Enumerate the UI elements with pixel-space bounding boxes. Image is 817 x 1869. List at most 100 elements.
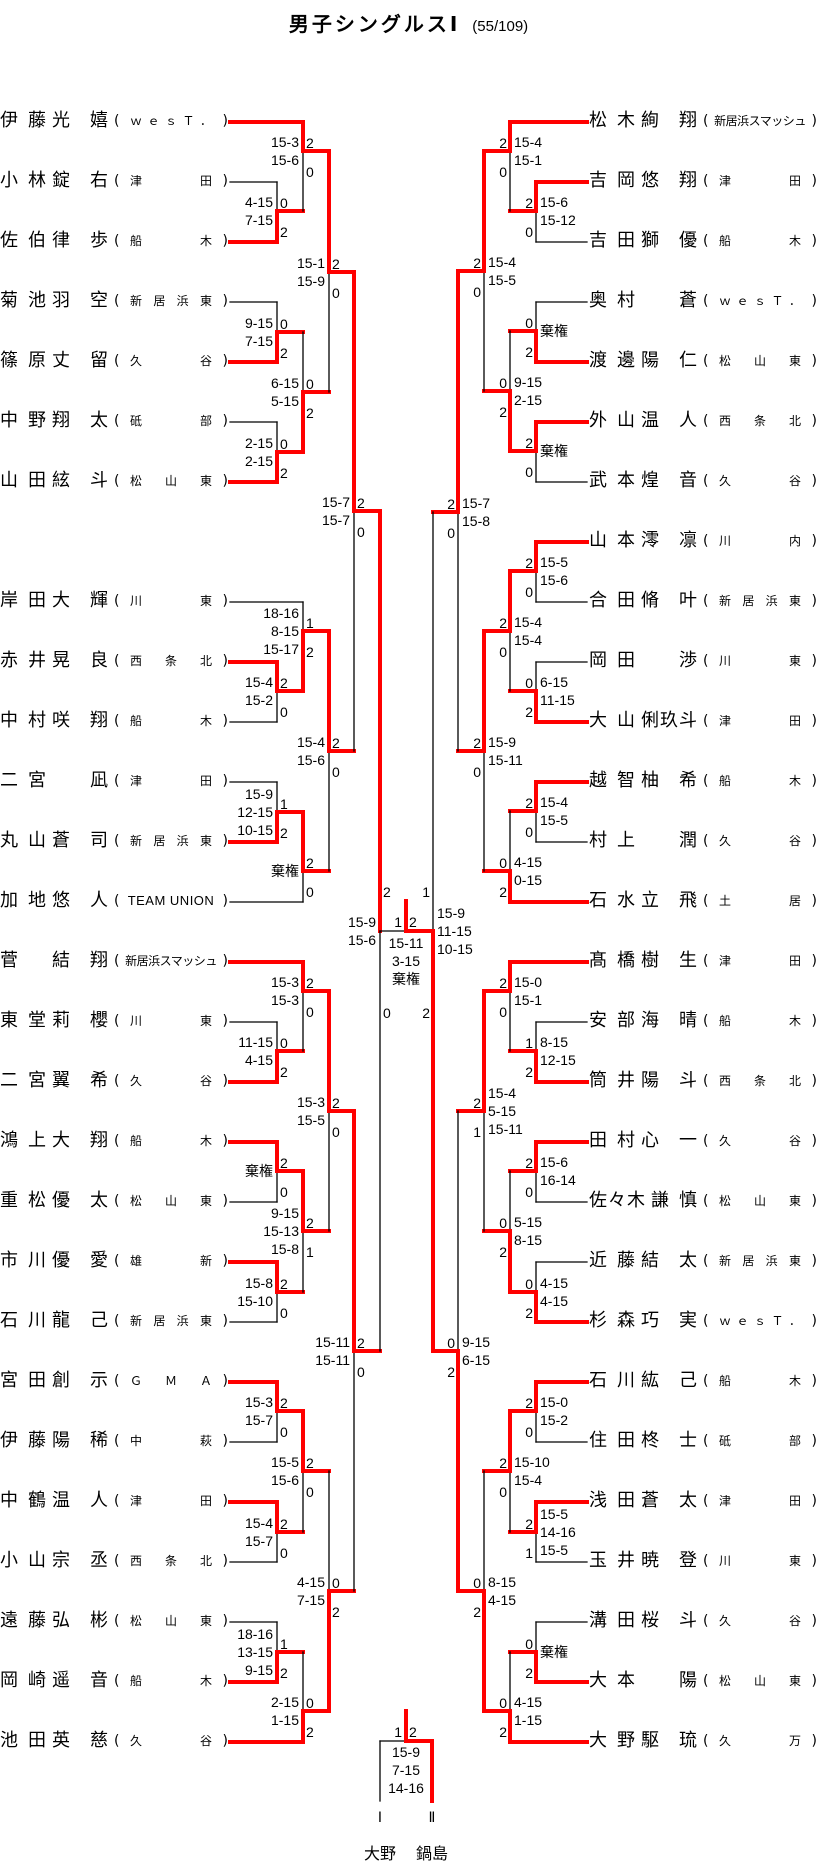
game-count: 2 [357, 495, 365, 511]
player-entry: 溝田桜斗(久谷) [589, 1610, 817, 1632]
player-given-name: 潤 [679, 830, 697, 851]
match-score: 15-4 [245, 1515, 273, 1531]
player-given-name: 柊士 [641, 1430, 697, 1451]
player-given-name: 莉櫻 [52, 1010, 108, 1031]
match-score: 15-5 [540, 812, 568, 828]
club-close-paren: ) [811, 953, 817, 969]
player-entry: 赤井晃良(西条北) [0, 650, 228, 672]
match-score: 15-1 [514, 152, 542, 168]
game-count: 0 [525, 1424, 533, 1440]
game-count: 2 [473, 255, 481, 271]
game-count: 0 [499, 644, 507, 660]
game-count: 2 [422, 1005, 430, 1021]
player-given-name: 駆琉 [641, 1730, 697, 1751]
player-given-name: 大翔 [52, 1130, 108, 1151]
club-open-paren: ( [114, 833, 120, 849]
club-name: 西条北 [130, 1554, 212, 1568]
player-entry: 渡邊陽仁(松山東) [589, 350, 817, 372]
game-count: 2 [306, 1215, 314, 1231]
match-score: 14-16 [540, 1524, 576, 1540]
match-score: 7-15 [245, 333, 273, 349]
playoff-score: 14-16 [388, 1780, 424, 1796]
player-surname: 大野 [589, 1730, 635, 1751]
player-entry: 池田英慈(久谷) [0, 1730, 228, 1752]
club-close-paren: ) [811, 1433, 817, 1449]
player-entry: 大山俐玖斗(津田) [589, 710, 817, 732]
club-close-paren: ) [811, 833, 817, 849]
match-score: 15-6 [540, 572, 568, 588]
club-open-paren: ( [703, 713, 709, 729]
club-close-paren: ) [811, 1373, 817, 1389]
club-name: 津田 [130, 1494, 212, 1508]
game-count: 2 [499, 1244, 507, 1260]
player-surname: 安部 [589, 1010, 635, 1031]
club-open-paren: ( [114, 353, 120, 369]
player-surname: 二宮 [0, 1070, 46, 1091]
playoff-game-count: 2 [409, 1724, 417, 1740]
game-count: 2 [525, 1305, 533, 1321]
player-club: (雄新) [114, 1250, 228, 1272]
player-club: (久谷) [703, 470, 817, 492]
match-score: 15-13 [263, 1223, 299, 1239]
match-score: 15-6 [348, 932, 376, 948]
club-close-paren: ) [811, 713, 817, 729]
player-club: (西条北) [703, 1070, 817, 1092]
club-name: 川東 [130, 1014, 212, 1028]
club-close-paren: ) [222, 833, 228, 849]
club-name: 津田 [719, 954, 801, 968]
player-club: (津田) [703, 950, 817, 972]
game-count: 0 [499, 164, 507, 180]
match-score: 2-15 [245, 453, 273, 469]
match-score: 9-15 [514, 374, 542, 390]
player-surname: 筒井 [589, 1070, 635, 1091]
player-entry: 山本澪凛(川内) [589, 530, 817, 552]
playoff-name-2: 鍋島 [415, 1844, 449, 1863]
player-given-name: 龍己 [52, 1310, 108, 1331]
club-name: 船木 [719, 234, 801, 248]
match-score: 15-8 [245, 1275, 273, 1291]
player-club: (川東) [703, 650, 817, 672]
club-name: 久谷 [719, 1134, 801, 1148]
player-surname: 越智 [589, 770, 635, 791]
club-name: 砥部 [130, 414, 212, 428]
game-count: 2 [306, 135, 314, 151]
club-close-paren: ) [811, 1733, 817, 1749]
club-close-paren: ) [811, 773, 817, 789]
player-club: (船木) [703, 1010, 817, 1032]
game-count: 0 [332, 1575, 340, 1591]
game-count: 1 [525, 1035, 533, 1051]
player-given-name: 心一 [641, 1130, 697, 1151]
game-count: 2 [473, 1604, 481, 1620]
player-given-name: 優愛 [52, 1250, 108, 1271]
game-count: 0 [332, 1124, 340, 1140]
club-close-paren: ) [811, 1133, 817, 1149]
player-surname: 中野 [0, 410, 46, 431]
match-score: 15-7 [462, 495, 490, 511]
club-open-paren: ( [114, 1493, 120, 1509]
player-entry: 鴻上大翔(船木) [0, 1130, 228, 1152]
final-score: 15-11 [389, 935, 424, 951]
match-score: 15-3 [271, 992, 299, 1008]
match-score: 15-9 [488, 734, 516, 750]
club-name: 久谷 [719, 834, 801, 848]
match-score: 15-4 [514, 1472, 542, 1488]
club-name: 久谷 [719, 1614, 801, 1628]
club-name: 川東 [719, 654, 801, 668]
club-name: 新居浜東 [719, 594, 801, 608]
player-surname: 佐伯 [0, 230, 46, 251]
game-count: 0 [499, 1004, 507, 1020]
player-club: (TEAM UNION) [114, 890, 228, 912]
player-given-name: 柚希 [641, 770, 697, 791]
player-club: (久万) [703, 1730, 817, 1752]
match-score: 15-4 [488, 1085, 516, 1101]
player-surname: 池田 [0, 1730, 46, 1751]
match-score: 棄権 [540, 323, 568, 340]
club-close-paren: ) [222, 1133, 228, 1149]
club-open-paren: ( [114, 473, 120, 489]
game-count: 0 [525, 464, 533, 480]
game-count: 0 [280, 704, 288, 720]
player-entry: 玉井暁登(川東) [589, 1550, 817, 1572]
match-score: 15-4 [514, 614, 542, 630]
club-open-paren: ( [114, 1253, 120, 1269]
match-score: 4-15 [488, 1592, 516, 1608]
